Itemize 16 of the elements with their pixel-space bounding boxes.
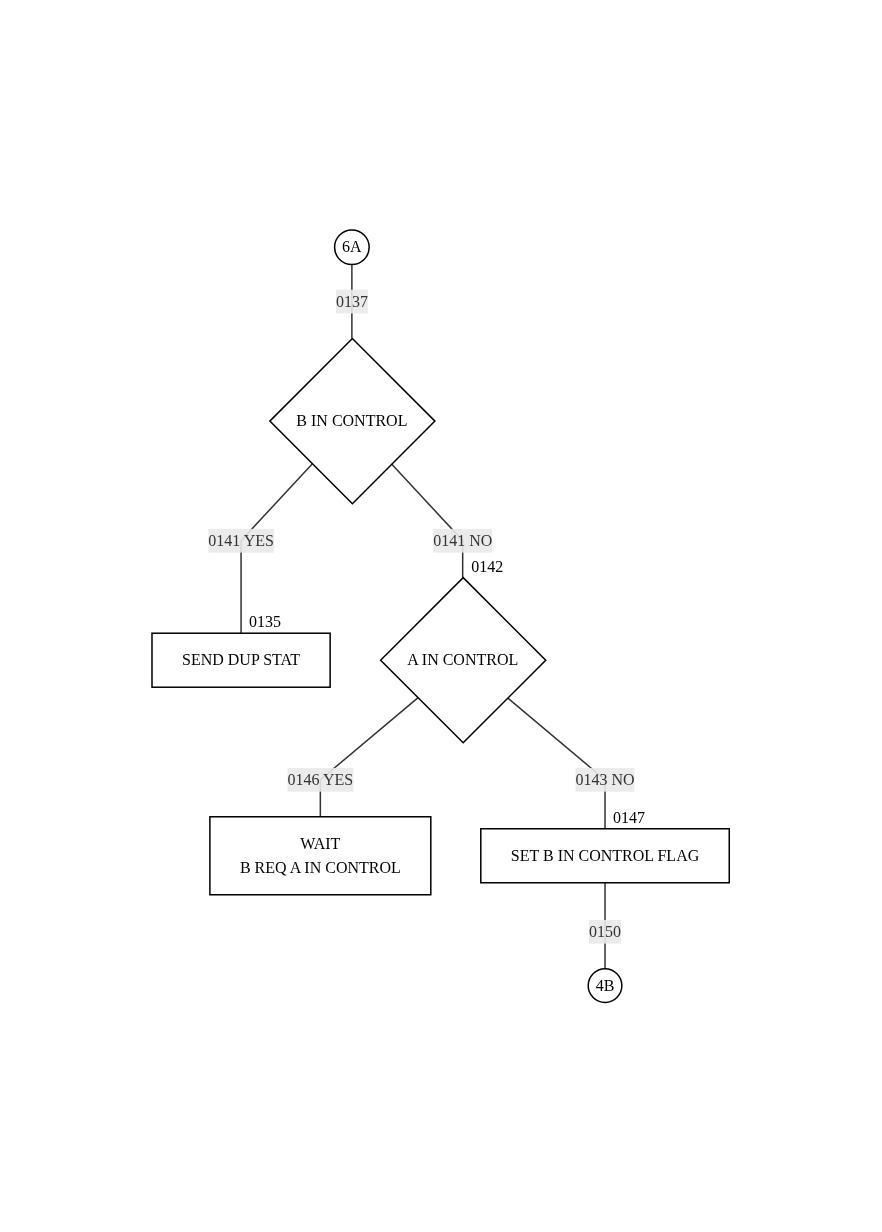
step-number: 0135 [249, 613, 282, 630]
node-circle: 4B [587, 967, 623, 1003]
node-box: SEND DUP STAT [151, 632, 332, 688]
node-box: SET B IN CONTROL FLAG [480, 827, 731, 884]
node-circle: 6A [334, 229, 371, 266]
node-diamond: A IN CONTROL [379, 576, 548, 744]
node-box: WAIT B REQ A IN CONTROL [209, 815, 432, 896]
step-number: 0142 [471, 557, 504, 575]
node-diamond: B IN CONTROL [269, 337, 437, 505]
edge-label: 0141 NO [433, 531, 493, 549]
edge-label: 0146 YES [287, 770, 354, 788]
edge-label: 0141 YES [208, 531, 275, 549]
edge-label: 0143 NO [575, 770, 635, 788]
step-number: 0147 [613, 808, 646, 826]
edge-label: 0137 [336, 292, 369, 310]
edge-label: 0150 [589, 922, 622, 940]
